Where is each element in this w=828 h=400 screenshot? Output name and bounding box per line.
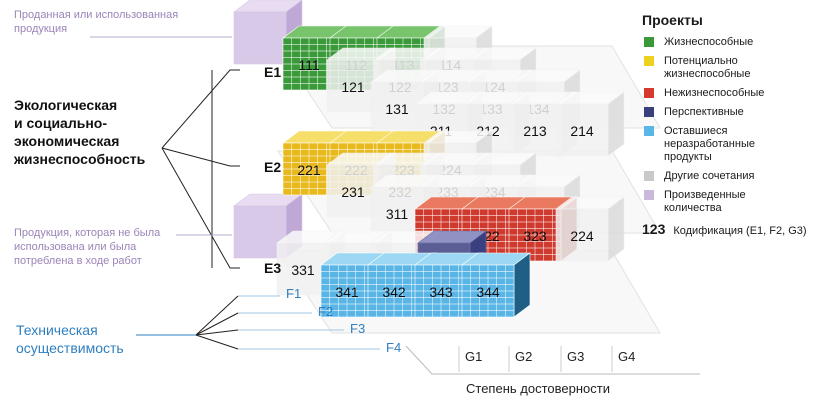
cube-code: 131 (385, 101, 409, 117)
lightblue-square-icon (644, 126, 654, 136)
legend-item-other: Другие сочетания (642, 170, 828, 183)
g-axis-label: G4 (618, 349, 635, 364)
cube-code: 323 (523, 228, 547, 244)
cube-front (326, 59, 380, 113)
e-axis-label: E2 (264, 159, 281, 175)
env-title-line-4: жизнеспособность (14, 151, 146, 167)
legend-item-remaining: Оставшиеся неразработанные продукты (642, 125, 828, 164)
gray-square-icon (644, 171, 654, 181)
red-square-icon (644, 88, 654, 98)
env-title-line-2: и социально- (14, 115, 108, 131)
cube-front (555, 103, 609, 157)
cube-224: 224 (555, 196, 625, 262)
env-title-line-1: Экологическая (14, 97, 118, 113)
e-axis-label: E3 (264, 260, 281, 276)
not-sold-line-3: потреблена в ходе работ (14, 255, 142, 267)
bracket-line (161, 147, 240, 167)
yellow-square-icon (644, 56, 654, 66)
not-sold-line-1: Продукция, которая не была (14, 227, 161, 239)
cube-code: 311 (386, 206, 409, 222)
tech-bracket-line (195, 312, 239, 336)
bracket-line (161, 147, 240, 269)
tech-title-line-1: Техническая (16, 322, 98, 338)
cube-brick-grid (462, 265, 514, 317)
legend-title: Проекты (642, 12, 703, 28)
legend-item-label: Жизнеспособные (664, 36, 754, 48)
cube-code: 224 (570, 228, 594, 244)
cube-code: 344 (476, 284, 500, 300)
cube-code: 214 (570, 123, 594, 139)
legend-item-potentially-viable: Потенциально жизнеспособные (642, 55, 828, 81)
tech-bracket-line (195, 334, 239, 350)
legend-item-produced: Произведенные количества (642, 189, 828, 215)
g-axis-label: G3 (567, 349, 584, 364)
f-axis-label: F4 (386, 340, 401, 355)
cube-code: 213 (523, 123, 547, 139)
tech-bracket-line (195, 295, 239, 336)
legend-item-label: Потенциально жизнеспособные (664, 55, 751, 80)
g-axis-label: G2 (515, 349, 532, 364)
cube-214: 214 (555, 91, 625, 157)
tech-feasibility-title: Техническая осуществимость (16, 321, 124, 357)
cube-brick-grid (368, 265, 420, 317)
cube-front (326, 164, 380, 218)
cube-code: 111 (298, 57, 319, 73)
cube-brick-grid (321, 265, 373, 317)
f-axis-label: F3 (350, 321, 365, 336)
g-axis-label: G1 (465, 349, 482, 364)
green-square-icon (644, 37, 654, 47)
cube-brick-grid (283, 38, 335, 90)
cube-front (555, 208, 609, 262)
legend-item-viable: Жизнеспособные (642, 36, 828, 49)
f-axis-label: F1 (286, 286, 301, 301)
e-axis-label: E1 (264, 64, 281, 80)
bracket-line (161, 69, 240, 149)
env-title-line-3: экономическая (14, 133, 120, 149)
confidence-axis-title: Степень достоверности (466, 381, 610, 396)
tech-bracket-line (195, 329, 239, 336)
cube-brick-grid (283, 143, 335, 195)
codification-example: 123 (642, 221, 666, 237)
navy-square-icon (644, 107, 654, 117)
cube-front (508, 103, 562, 157)
lavender-square-icon (644, 190, 654, 200)
cube-code: 342 (382, 284, 406, 300)
codification-label: Кодификация (E1, F2, G3) (673, 225, 807, 237)
cube-brick-grid (415, 265, 467, 317)
cube-344: 344 (461, 252, 531, 318)
legend-item-label: Другие сочетания (664, 170, 755, 182)
sold-used-line-2: продукция (14, 23, 68, 35)
cube-front (370, 186, 424, 240)
cube-code: 341 (335, 284, 359, 300)
sold-used-line-1: Проданная или использованная (14, 9, 179, 21)
cube-code: 221 (297, 162, 321, 178)
cube-front (233, 11, 287, 65)
not-sold-line-2: использована или была (14, 241, 137, 253)
legend: Проекты Жизнеспособные Потенциально жизн… (642, 12, 828, 237)
cube-code: 343 (429, 284, 453, 300)
legend-item-prospective: Перспективные (642, 106, 828, 119)
not-sold-label: Продукция, которая не была использована … (14, 226, 160, 268)
legend-item-label: Нежизнеспособные (664, 87, 765, 99)
legend-item-label: Оставшиеся неразработанные продукты (664, 125, 755, 163)
legend-codification: 123 Кодификация (E1, F2, G3) (642, 221, 828, 237)
legend-item-label: Произведенные количества (664, 189, 746, 214)
tech-title-line-2: осуществимость (16, 340, 124, 356)
cube-brick-grid (509, 209, 561, 261)
cube-code: 231 (341, 184, 365, 200)
confidence-baseline (405, 345, 700, 375)
cube-code: 331 (291, 262, 315, 278)
cube-code: 121 (341, 79, 365, 95)
env-viability-title: Экологическая и социально- экономическая… (14, 96, 145, 168)
legend-item-non-viable: Нежизнеспособные (642, 87, 828, 100)
cube-front (276, 242, 330, 296)
f-axis-label: F2 (318, 304, 333, 319)
sold-used-label: Проданная или использованная продукция (14, 8, 178, 36)
legend-item-label: Перспективные (664, 106, 744, 118)
